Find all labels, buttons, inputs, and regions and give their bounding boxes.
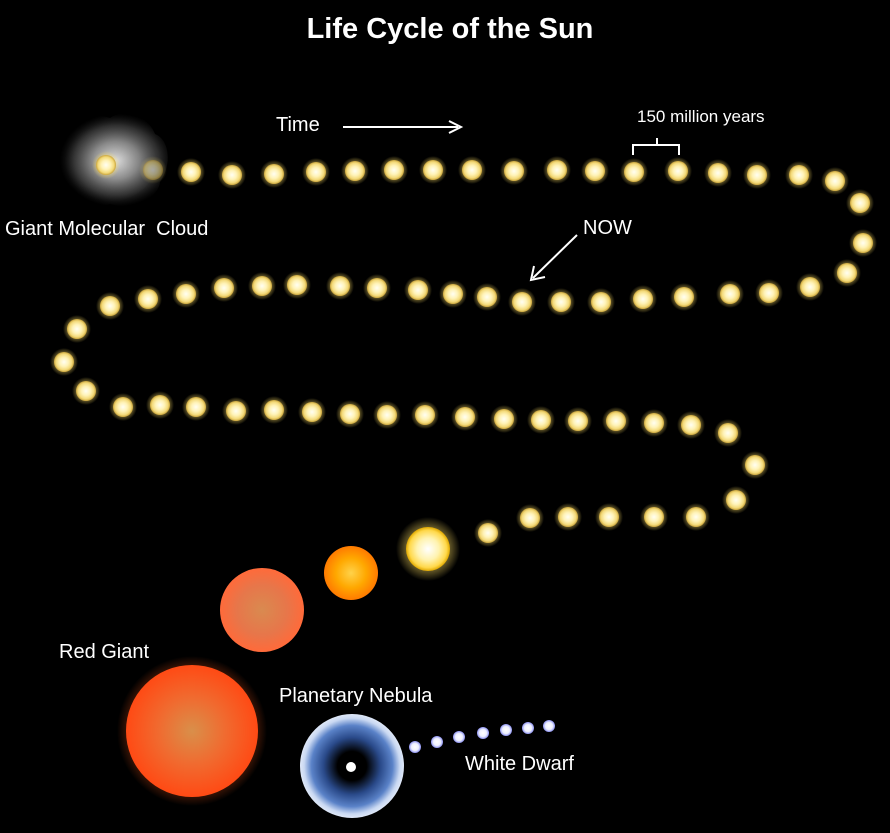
sun-dot bbox=[260, 160, 288, 188]
sun-dot bbox=[283, 271, 311, 299]
white-dwarf-dot bbox=[477, 727, 489, 739]
sun-dot bbox=[547, 288, 575, 316]
sun-dot bbox=[640, 409, 668, 437]
sun-dot bbox=[581, 157, 609, 185]
sun-dot bbox=[473, 283, 501, 311]
sun-dot bbox=[474, 519, 502, 547]
sun-dot bbox=[210, 274, 238, 302]
sun-dot bbox=[146, 391, 174, 419]
sun-dot bbox=[404, 276, 432, 304]
sun-dot bbox=[629, 285, 657, 313]
sun-dot bbox=[341, 157, 369, 185]
sun-dot bbox=[182, 393, 210, 421]
sun-dot bbox=[704, 159, 732, 187]
sun-dot bbox=[516, 504, 544, 532]
sun-dot bbox=[796, 273, 824, 301]
sun-dot bbox=[833, 259, 861, 287]
time-arrow bbox=[343, 120, 464, 134]
sun-dot bbox=[716, 280, 744, 308]
white-dwarf-label: White Dwarf bbox=[465, 753, 574, 775]
sun-dot bbox=[620, 158, 648, 186]
sun-lifetime-path bbox=[50, 151, 877, 547]
sun-dot bbox=[640, 503, 668, 531]
big-sun bbox=[396, 517, 460, 581]
sun-dot bbox=[50, 348, 78, 376]
cloud-label: Giant Molecular Cloud bbox=[5, 218, 209, 240]
white-dwarf-path bbox=[409, 720, 555, 753]
sun-dot bbox=[139, 156, 167, 184]
white-dwarf-dot bbox=[409, 741, 421, 753]
sun-dot bbox=[302, 158, 330, 186]
sun-dot bbox=[336, 400, 364, 428]
sun-dot bbox=[821, 167, 849, 195]
now-arrow bbox=[529, 234, 578, 282]
orange-star bbox=[324, 546, 378, 600]
white-dwarf-dot bbox=[522, 722, 534, 734]
sun-dot bbox=[741, 451, 769, 479]
sun-dot bbox=[602, 407, 630, 435]
sun-dot bbox=[451, 403, 479, 431]
sun-dot bbox=[714, 419, 742, 447]
sun-dot bbox=[564, 407, 592, 435]
sun-dot bbox=[92, 151, 120, 179]
sun-dot bbox=[554, 503, 582, 531]
sun-dot bbox=[411, 401, 439, 429]
sun-dot bbox=[849, 229, 877, 257]
planetary-nebula bbox=[300, 714, 404, 818]
now-label: NOW bbox=[583, 217, 632, 239]
sun-dot bbox=[218, 161, 246, 189]
sun-dot bbox=[439, 280, 467, 308]
sun-dot bbox=[508, 288, 536, 316]
sun-dot bbox=[363, 274, 391, 302]
sun-dot bbox=[490, 405, 518, 433]
sun-dot bbox=[670, 283, 698, 311]
sun-dot bbox=[248, 272, 276, 300]
sun-dot bbox=[172, 280, 200, 308]
time-label: Time bbox=[276, 114, 320, 136]
sun-dot bbox=[109, 393, 137, 421]
sun-dot bbox=[743, 161, 771, 189]
span-label: 150 million years bbox=[637, 107, 765, 126]
sun-dot bbox=[677, 411, 705, 439]
sun-dot bbox=[298, 398, 326, 426]
sun-dot bbox=[664, 157, 692, 185]
sun-dot bbox=[326, 272, 354, 300]
sun-dot bbox=[500, 157, 528, 185]
sun-dot bbox=[72, 377, 100, 405]
sun-dot bbox=[63, 315, 91, 343]
white-dwarf-dot bbox=[431, 736, 443, 748]
sun-dot bbox=[96, 292, 124, 320]
sun-dot bbox=[134, 285, 162, 313]
sun-dot bbox=[595, 503, 623, 531]
diagram-title: Life Cycle of the Sun bbox=[306, 13, 594, 45]
sun-dot bbox=[260, 396, 288, 424]
sun-dot bbox=[722, 486, 750, 514]
sun-dot bbox=[527, 406, 555, 434]
sun-dot bbox=[458, 156, 486, 184]
sun-dot bbox=[682, 503, 710, 531]
sun-dot bbox=[373, 401, 401, 429]
span-bracket bbox=[632, 138, 680, 155]
planetary-nebula-label: Planetary Nebula bbox=[279, 685, 433, 707]
sun-dot bbox=[543, 156, 571, 184]
white-dwarf-dot bbox=[500, 724, 512, 736]
red-star bbox=[220, 568, 304, 652]
white-dwarf-dot bbox=[453, 731, 465, 743]
sun-dot bbox=[177, 158, 205, 186]
sun-dot bbox=[419, 156, 447, 184]
sun-dot bbox=[785, 161, 813, 189]
sun-dot bbox=[846, 189, 874, 217]
red-giant-label: Red Giant bbox=[59, 641, 150, 663]
red-giant-star bbox=[117, 656, 267, 806]
sun-dot bbox=[222, 397, 250, 425]
sun-dot bbox=[587, 288, 615, 316]
white-dwarf-dot bbox=[543, 720, 555, 732]
sun-dot bbox=[380, 156, 408, 184]
sun-dot bbox=[755, 279, 783, 307]
